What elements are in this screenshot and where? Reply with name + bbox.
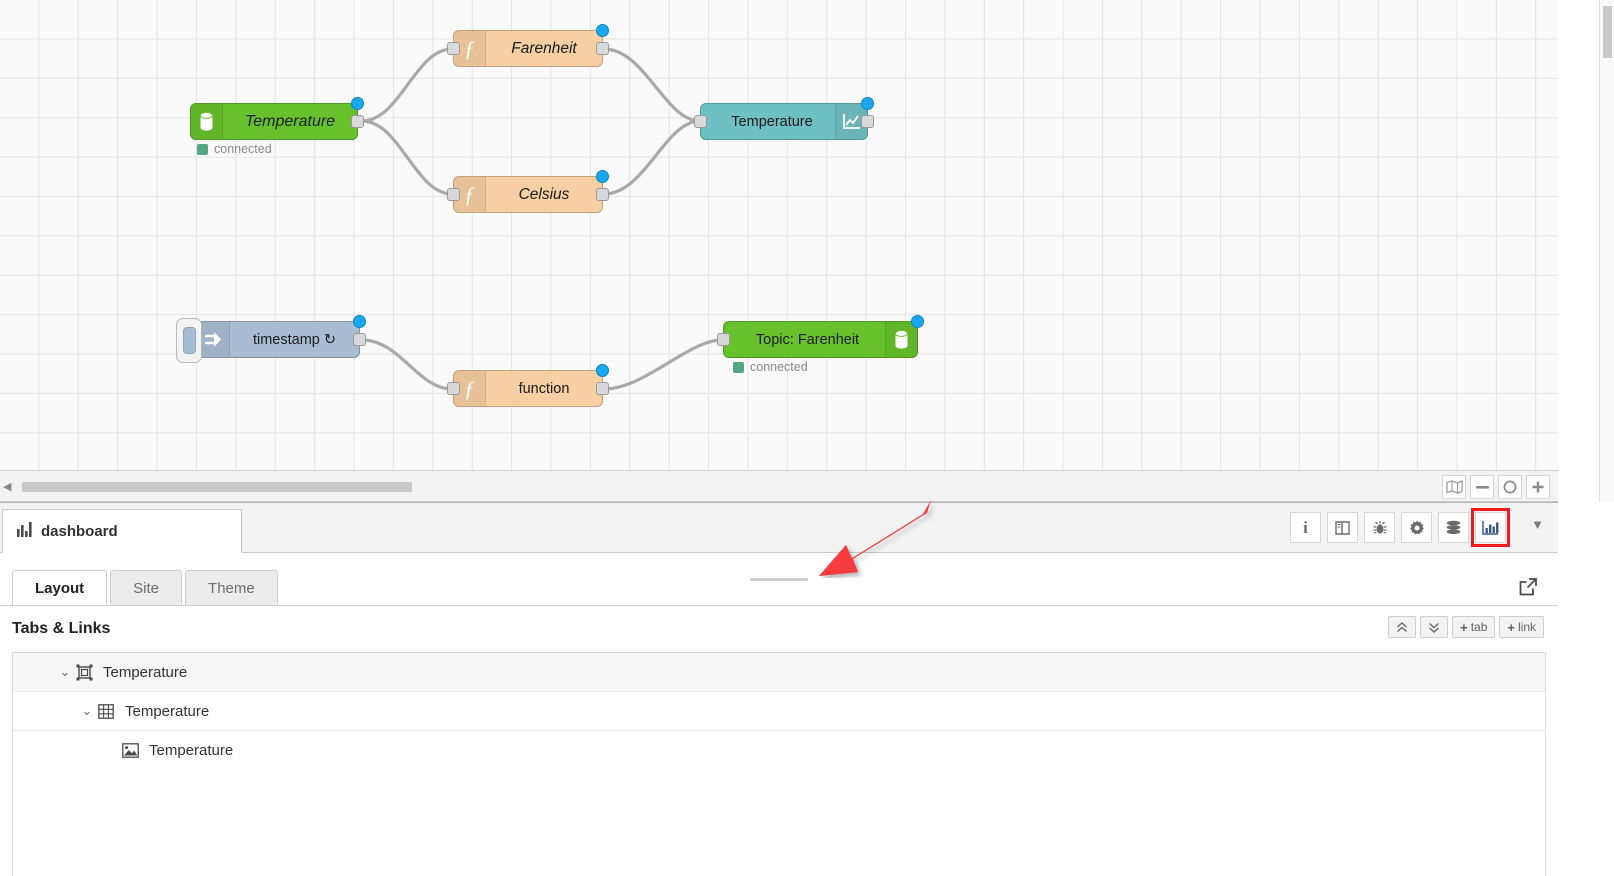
- plus-icon: +: [1460, 619, 1468, 635]
- tree-row-label: Temperature: [149, 742, 234, 759]
- flow-node-chart-temperature[interactable]: Temperature: [694, 97, 874, 140]
- tab-theme[interactable]: Theme: [185, 570, 278, 606]
- group-grid-icon: [95, 703, 117, 719]
- chevron-down-icon[interactable]: ▼: [1531, 517, 1544, 532]
- function-icon: ƒ: [454, 31, 486, 66]
- tabs-links-buttons: + tab + link: [1388, 616, 1544, 638]
- help-book-icon[interactable]: [1327, 512, 1358, 543]
- navigator-icon[interactable]: [1442, 475, 1466, 499]
- chevron-down-icon[interactable]: ⌄: [59, 664, 71, 679]
- tabs-underline: [0, 605, 1558, 606]
- tab-layout[interactable]: Layout: [12, 570, 108, 606]
- tree-row-widget[interactable]: Temperature: [13, 731, 1545, 770]
- canvas-vertical-scrollbar[interactable]: [1599, 0, 1614, 502]
- node-status-label-mqtt-in: connected: [197, 142, 272, 156]
- panel-resize-handle[interactable]: [750, 578, 808, 581]
- sidebar-panel: dashboard i: [0, 502, 1558, 876]
- node-input-port[interactable]: [447, 42, 460, 55]
- node-input-port[interactable]: [694, 115, 707, 128]
- tabs-links-header: Tabs & Links + tab + link: [0, 606, 1558, 652]
- node-label: Temperature: [244, 112, 336, 130]
- node-output-port[interactable]: [861, 115, 874, 128]
- tabs-links-tree: ⌄ Temperature ⌄ Temperature Temperature: [12, 652, 1546, 876]
- node-label: Celsius: [518, 185, 570, 203]
- node-output-port[interactable]: [353, 333, 366, 346]
- scroll-left-icon[interactable]: ◀: [3, 481, 12, 493]
- flow-node-function-farenheit[interactable]: ƒ Farenheit: [447, 24, 609, 67]
- zoom-controls: [1442, 475, 1550, 499]
- node-label: Temperature: [731, 113, 813, 130]
- node-status-dot: [911, 315, 924, 328]
- status-square-icon: [197, 143, 208, 155]
- zoom-reset-icon[interactable]: [1498, 475, 1522, 499]
- flow-wires: [361, 47, 723, 391]
- inject-arrow-icon: [198, 322, 230, 357]
- chevron-down-icon[interactable]: ⌄: [81, 703, 93, 718]
- widget-image-icon: [119, 743, 141, 758]
- info-icon[interactable]: i: [1290, 512, 1321, 543]
- flow-node-function-celsius[interactable]: ƒ Celsius: [447, 170, 609, 213]
- node-output-port[interactable]: [351, 115, 364, 128]
- debug-bug-icon[interactable]: [1364, 512, 1395, 543]
- flow-node-mqtt-in-temperature[interactable]: Temperature: [190, 97, 364, 140]
- flow-canvas[interactable]: Temperature connected ƒ Farenheit ƒ Cels…: [0, 0, 1558, 470]
- tree-row-label: Temperature: [125, 702, 210, 720]
- flow-node-inject-timestamp[interactable]: timestamp ↻: [176, 315, 366, 363]
- database-icon: [885, 322, 917, 357]
- node-status-dot: [596, 364, 609, 377]
- canvas-bottom-toolbar: ◀: [0, 470, 1558, 502]
- canvas-horizontal-scrollbar[interactable]: [10, 482, 1440, 492]
- add-link-button[interactable]: + link: [1499, 616, 1544, 638]
- external-link-icon[interactable]: [1518, 577, 1540, 599]
- sidebar-tab-label: dashboard: [41, 522, 118, 540]
- dashboard-tab-icon: [73, 664, 95, 681]
- sidebar-tab-row: dashboard i: [0, 503, 1558, 581]
- node-label: timestamp ↻: [252, 331, 337, 348]
- scrollbar-thumb[interactable]: [1603, 6, 1612, 58]
- status-square-icon: [733, 361, 744, 373]
- section-title: Tabs & Links: [12, 620, 111, 637]
- dashboard-content-tabs: Layout Site Theme: [0, 566, 1558, 606]
- bar-chart-icon: [17, 521, 33, 541]
- tab-site[interactable]: Site: [110, 570, 183, 606]
- add-tab-button[interactable]: + tab: [1452, 616, 1496, 638]
- tree-row-group[interactable]: ⌄ Temperature: [13, 692, 1545, 731]
- dashboard-chart-icon[interactable]: [1471, 508, 1510, 547]
- node-output-port[interactable]: [596, 382, 609, 395]
- node-status-label-mqtt-out: connected: [733, 360, 808, 374]
- node-output-port[interactable]: [596, 188, 609, 201]
- node-label: function: [518, 380, 570, 397]
- config-gear-icon[interactable]: [1401, 512, 1432, 543]
- inject-trigger-button[interactable]: [176, 318, 202, 363]
- tree-row-tab[interactable]: ⌄ Temperature: [13, 653, 1545, 692]
- node-input-port[interactable]: [717, 333, 730, 346]
- node-status-dot: [596, 24, 609, 37]
- node-input-port[interactable]: [447, 188, 460, 201]
- node-input-port[interactable]: [447, 382, 460, 395]
- context-data-icon[interactable]: [1438, 512, 1469, 543]
- node-status-dot: [353, 315, 366, 328]
- sidebar-tab-dashboard[interactable]: dashboard: [2, 509, 242, 553]
- plus-icon: +: [1507, 619, 1515, 635]
- flow-node-function-generic[interactable]: ƒ function: [447, 364, 609, 407]
- node-status-dot: [351, 97, 364, 110]
- flow-node-mqtt-out-topic-farenheit[interactable]: Topic: Farenheit: [717, 315, 924, 358]
- node-label: Topic: Farenheit: [755, 331, 860, 348]
- node-output-port[interactable]: [596, 42, 609, 55]
- zoom-in-icon[interactable]: [1526, 475, 1550, 499]
- collapse-all-button[interactable]: [1388, 616, 1417, 638]
- node-label: Farenheit: [511, 39, 577, 57]
- tree-row-label: Temperature: [103, 663, 188, 681]
- database-icon: [191, 104, 223, 139]
- zoom-out-icon[interactable]: [1470, 475, 1494, 499]
- node-status-dot: [861, 97, 874, 110]
- function-icon: ƒ: [454, 177, 486, 212]
- expand-all-button[interactable]: [1420, 616, 1449, 638]
- node-status-dot: [596, 170, 609, 183]
- scrollbar-thumb[interactable]: [22, 482, 412, 492]
- sidebar-tool-buttons: i: [1290, 508, 1510, 547]
